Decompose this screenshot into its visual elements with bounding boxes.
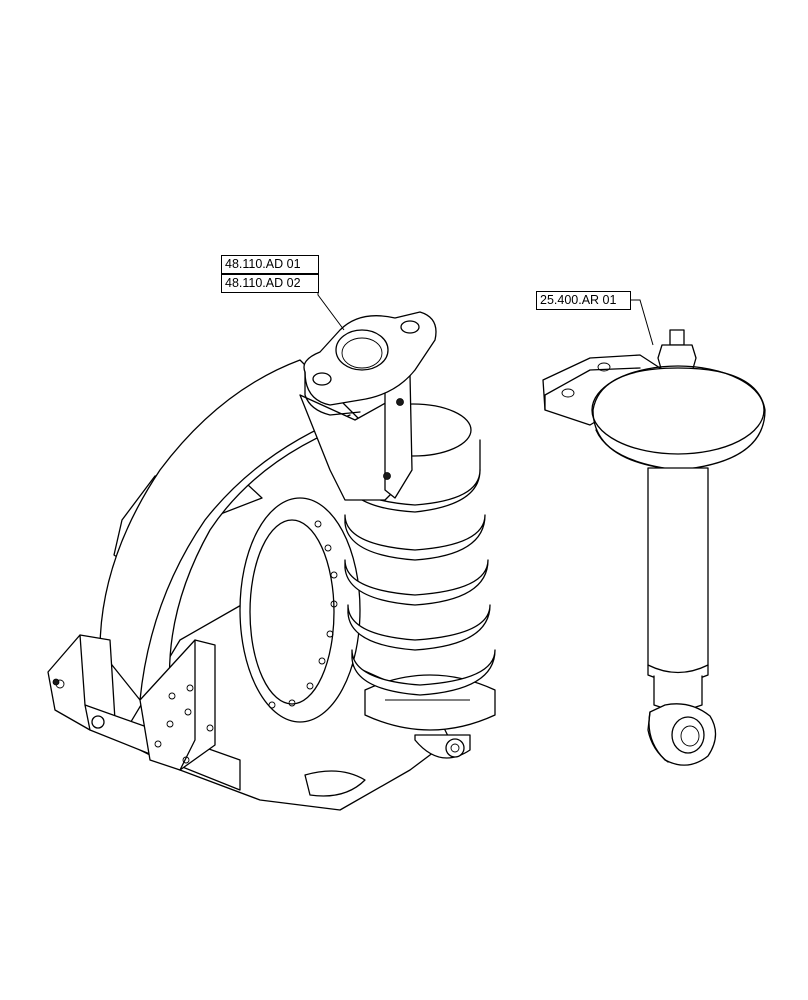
top-stud — [669, 329, 685, 346]
brake-flange — [239, 497, 361, 723]
suspension-arm-assembly — [47, 311, 496, 811]
lower-nut — [445, 738, 465, 758]
pivot-bolt — [91, 715, 105, 729]
dust-cover — [592, 367, 766, 471]
callout-steering-knuckle-2[interactable]: 48.110.AD 02 — [221, 274, 319, 293]
top-mounting-flange — [303, 311, 437, 416]
callout-shock-absorber[interactable]: 25.400.AR 01 — [536, 291, 631, 310]
callout-steering-knuckle-1[interactable]: 48.110.AD 01 — [221, 255, 319, 274]
shock-absorber-assembly — [542, 329, 766, 766]
shock-body — [647, 467, 709, 683]
